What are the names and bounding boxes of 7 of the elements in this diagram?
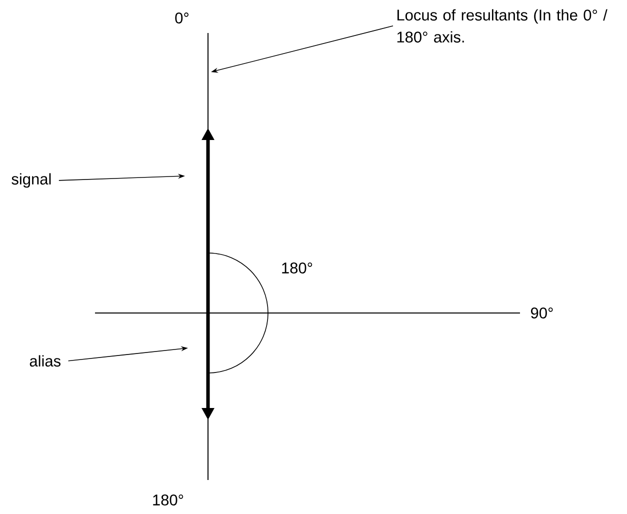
angle-label: 90° <box>531 308 553 318</box>
callout-text: alias <box>30 355 60 367</box>
callout-text: Locus of resultants (In the 0° / 180° axis. <box>397 9 608 43</box>
angle-label: 180° <box>282 262 312 274</box>
angle-label: 0° <box>175 12 188 24</box>
callout-text: signal <box>12 173 51 188</box>
angle-label: 180° <box>153 494 184 506</box>
